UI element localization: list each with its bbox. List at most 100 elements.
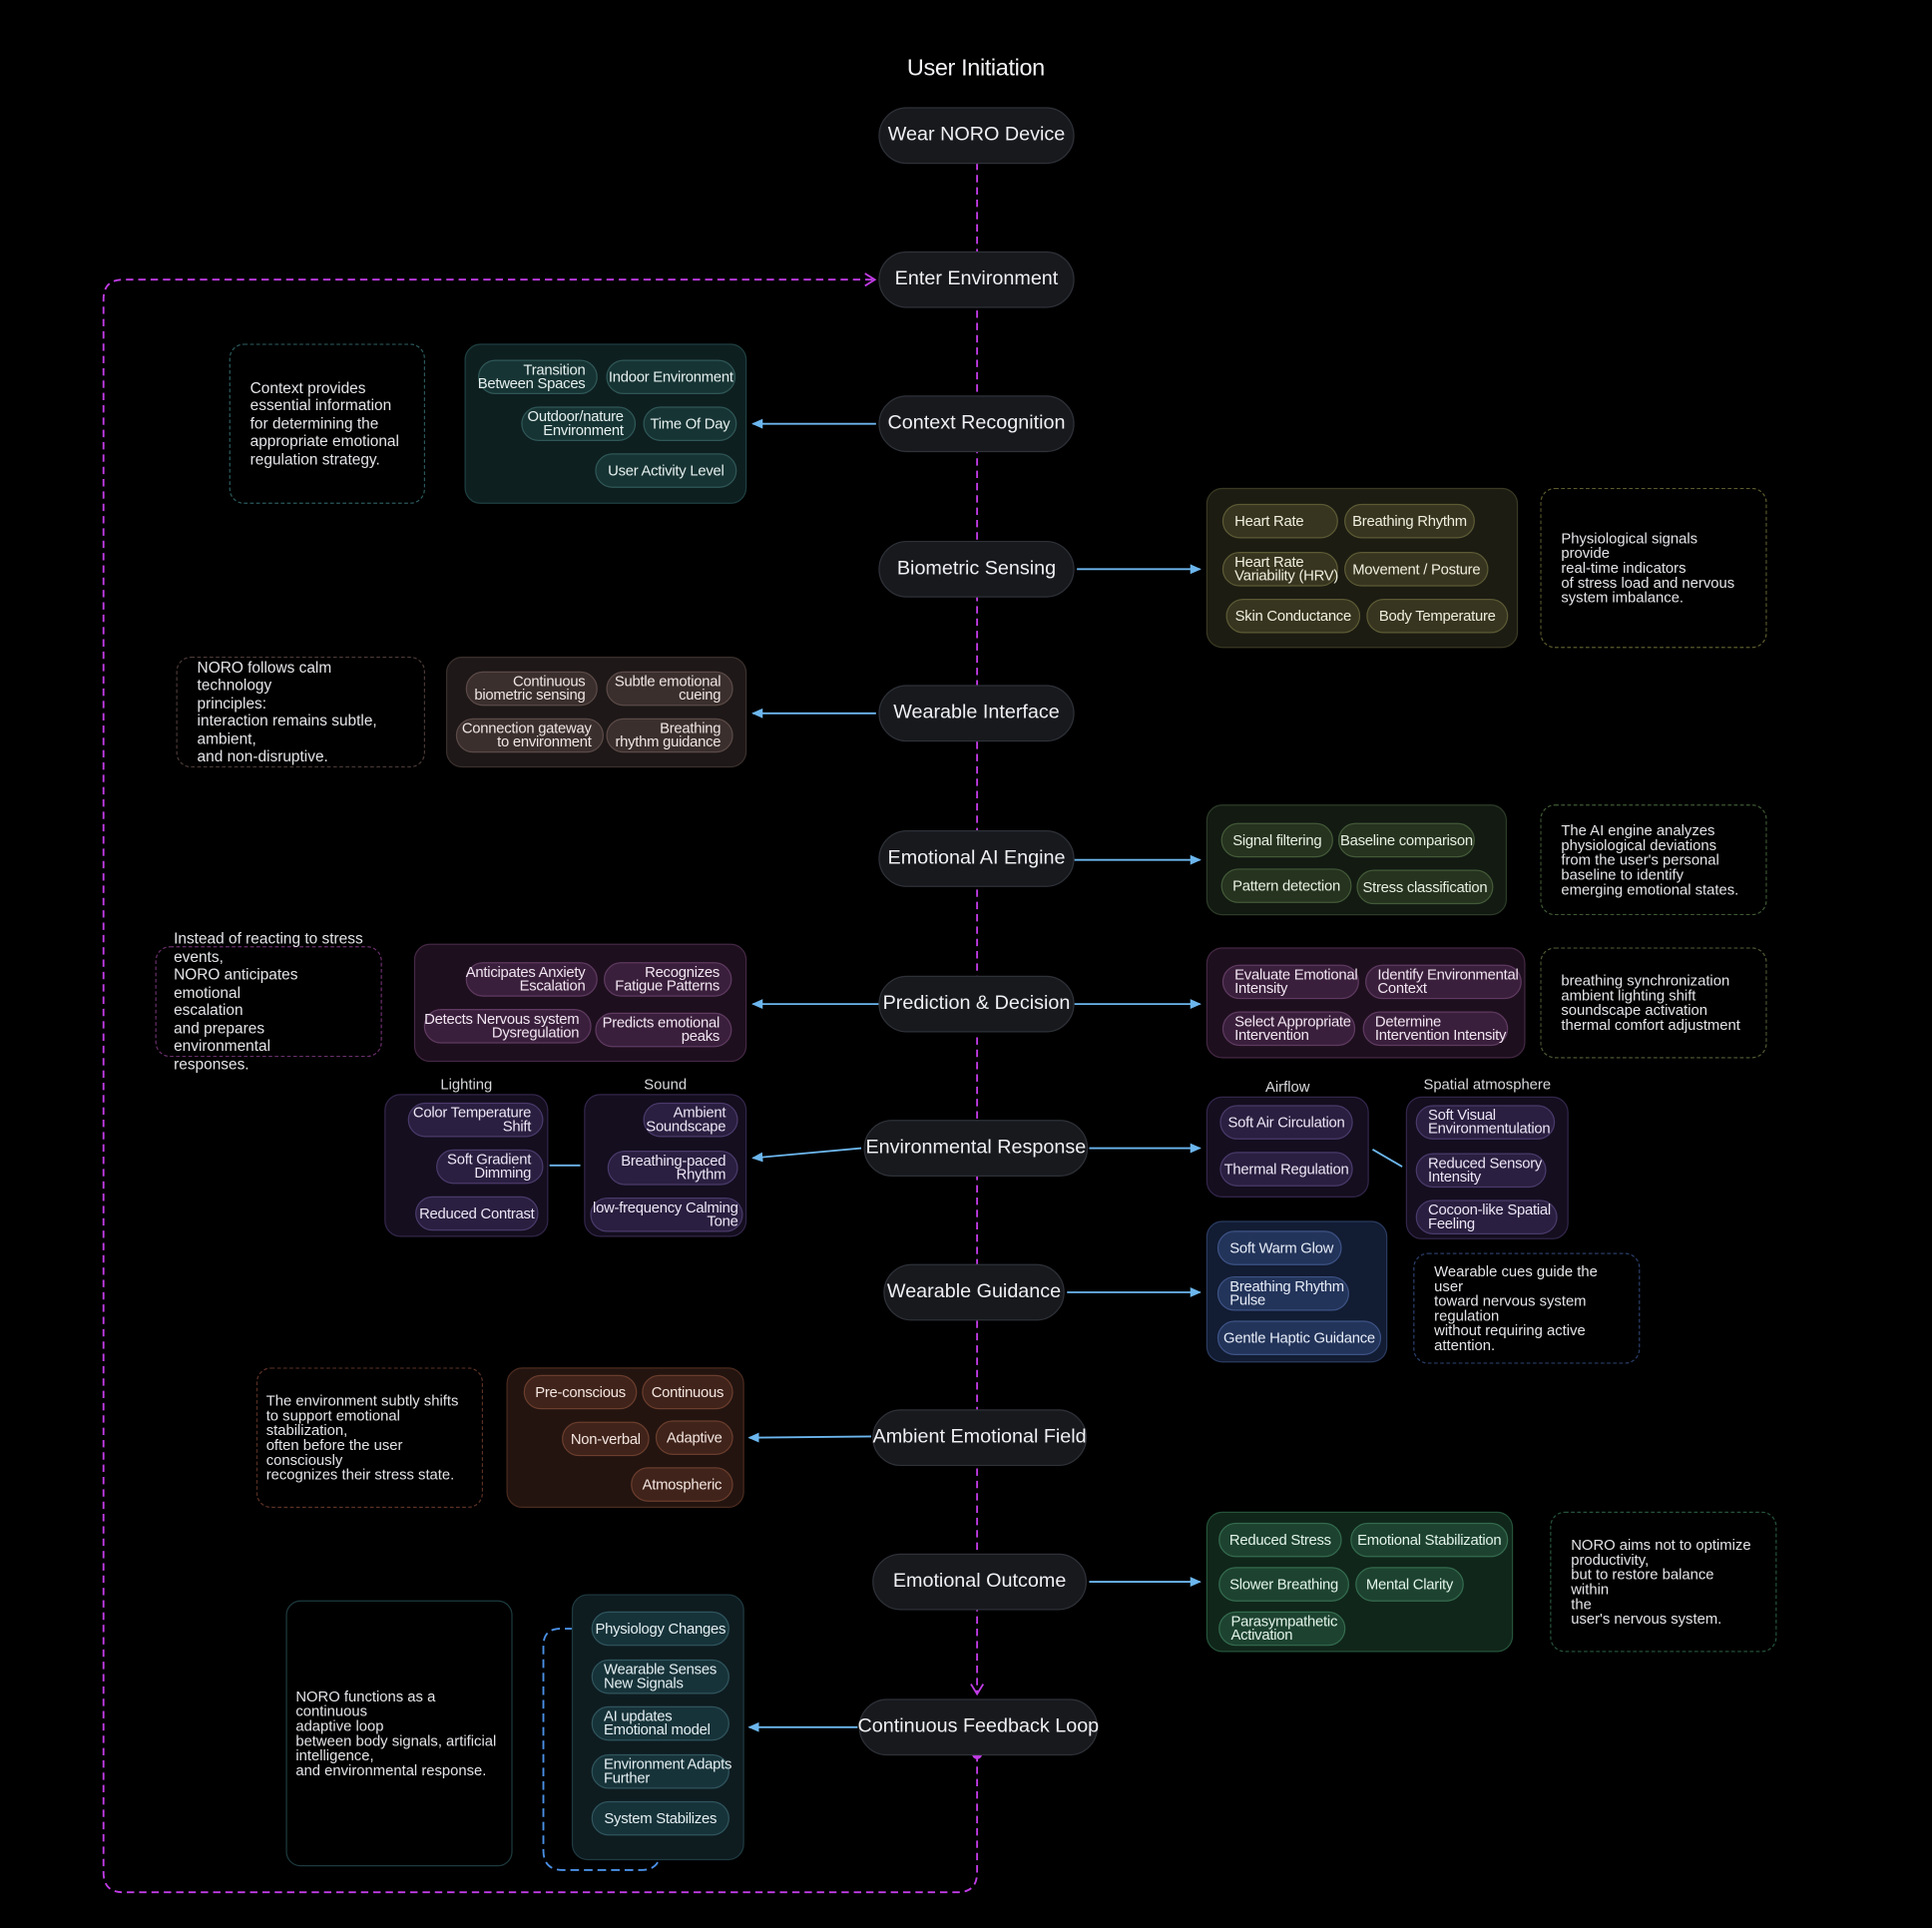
label-sound: Sound: [644, 1075, 688, 1094]
chip-breathing-rhythm: Breathing Rhythm: [1344, 503, 1475, 539]
note-guidance: Wearable cues guide the user toward nerv…: [1413, 1252, 1641, 1364]
chip-heart-rate: Heart Rate: [1221, 503, 1338, 539]
arrow-ambient: [747, 1432, 871, 1443]
chip-slower-breathing: Slower Breathing: [1218, 1567, 1349, 1602]
chip-physiology-changes: Physiology Changes: [591, 1611, 729, 1647]
chip-emotional-stabilization: Emotional Stabilization: [1350, 1522, 1509, 1558]
note-interventions: breathing synchronization ambient lighti…: [1540, 947, 1767, 1059]
chip-thermal-regulation: Thermal Regulation: [1219, 1152, 1353, 1187]
chip-continuous: Continuous: [642, 1374, 733, 1410]
chip-reduced-stress: Reduced Stress: [1218, 1522, 1342, 1558]
chip-stress-classification: Stress classification: [1356, 869, 1494, 905]
note-feedback: NORO functions as a continuous adaptive …: [285, 1600, 513, 1867]
label-airflow: Airflow: [1265, 1078, 1310, 1096]
chip-reduced-contrast: Reduced Contrast: [415, 1196, 539, 1231]
chip-pre-conscious: Pre-conscious: [523, 1374, 638, 1410]
node-emotional-ai-engine[interactable]: Emotional AI Engine: [878, 830, 1075, 887]
note-ambient: The environment subtly shifts to support…: [255, 1367, 484, 1509]
chip-indoor: Indoor Environment: [606, 359, 736, 395]
node-continuous-feedback-loop[interactable]: Continuous Feedback Loop: [858, 1698, 1099, 1756]
node-wearable-guidance[interactable]: Wearable Guidance: [883, 1263, 1065, 1321]
label-spatial: Spatial atmosphere: [1423, 1075, 1552, 1094]
group-ambient-qualities: Pre-conscious Continuous Non-verbal Adap…: [506, 1367, 744, 1509]
chip-body-temperature: Body Temperature: [1366, 598, 1509, 634]
chip-pattern-detection: Pattern detection: [1220, 868, 1352, 903]
chip-activity-level: User Activity Level: [595, 453, 737, 488]
node-wear-device[interactable]: Wear NORO Device: [878, 107, 1075, 165]
node-prediction-decision[interactable]: Prediction & Decision: [878, 975, 1075, 1033]
feedback-inner-loop: [542, 1622, 662, 1871]
chip-warm-glow: Soft Warm Glow: [1216, 1230, 1342, 1265]
node-wearable-interface[interactable]: Wearable Interface: [878, 685, 1075, 742]
note-prediction: Instead of reacting to stress events, NO…: [155, 930, 382, 1073]
chip-system-stabilizes: System Stabilizes: [591, 1800, 729, 1836]
node-environmental-response[interactable]: Environmental Response: [863, 1120, 1089, 1177]
note-context: Context provides essential information f…: [229, 343, 425, 504]
return-loop-line: [102, 272, 979, 1894]
chip-baseline-comparison: Baseline comparison: [1337, 822, 1475, 858]
chip-skin-conductance: Skin Conductance: [1225, 598, 1361, 634]
arrow-env-left: [751, 1147, 862, 1163]
chip-air-circulation: Soft Air Circulation: [1219, 1105, 1353, 1140]
node-emotional-outcome[interactable]: Emotional Outcome: [872, 1553, 1088, 1611]
group-outcomes: Reduced Stress Emotional Stabilization S…: [1206, 1511, 1514, 1653]
label-lighting: Lighting: [440, 1075, 493, 1094]
node-biometric-sensing[interactable]: Biometric Sensing: [878, 540, 1075, 598]
chip-atmospheric: Atmospheric: [631, 1467, 733, 1502]
link-airflow-spatial: [1371, 1148, 1403, 1168]
chip-mental-clarity: Mental Clarity: [1355, 1567, 1464, 1602]
note-outcome: NORO aims not to optimize productivity, …: [1550, 1511, 1777, 1653]
note-wearable-interface: NORO follows calm technology principles:…: [176, 656, 425, 768]
group-airflow: Soft Air Circulation Thermal Regulation: [1206, 1096, 1369, 1198]
note-biometric: Physiological signals provide real-time …: [1540, 487, 1767, 649]
diagram-title: User Initiation: [906, 55, 1045, 82]
chip-non-verbal: Non-verbal: [562, 1421, 650, 1457]
node-context-recognition[interactable]: Context Recognition: [878, 395, 1075, 453]
chip-haptic-guidance: Gentle Haptic Guidance: [1216, 1320, 1382, 1355]
chip-movement-posture: Movement / Posture: [1344, 552, 1489, 587]
chip-signal-filtering: Signal filtering: [1220, 822, 1333, 858]
node-enter-environment[interactable]: Enter Environment: [878, 250, 1075, 308]
note-ai-engine: The AI engine analyzes physiological dev…: [1540, 804, 1767, 916]
chip-adaptive: Adaptive: [655, 1420, 733, 1455]
node-ambient-emotional-field[interactable]: Ambient Emotional Field: [872, 1409, 1088, 1467]
